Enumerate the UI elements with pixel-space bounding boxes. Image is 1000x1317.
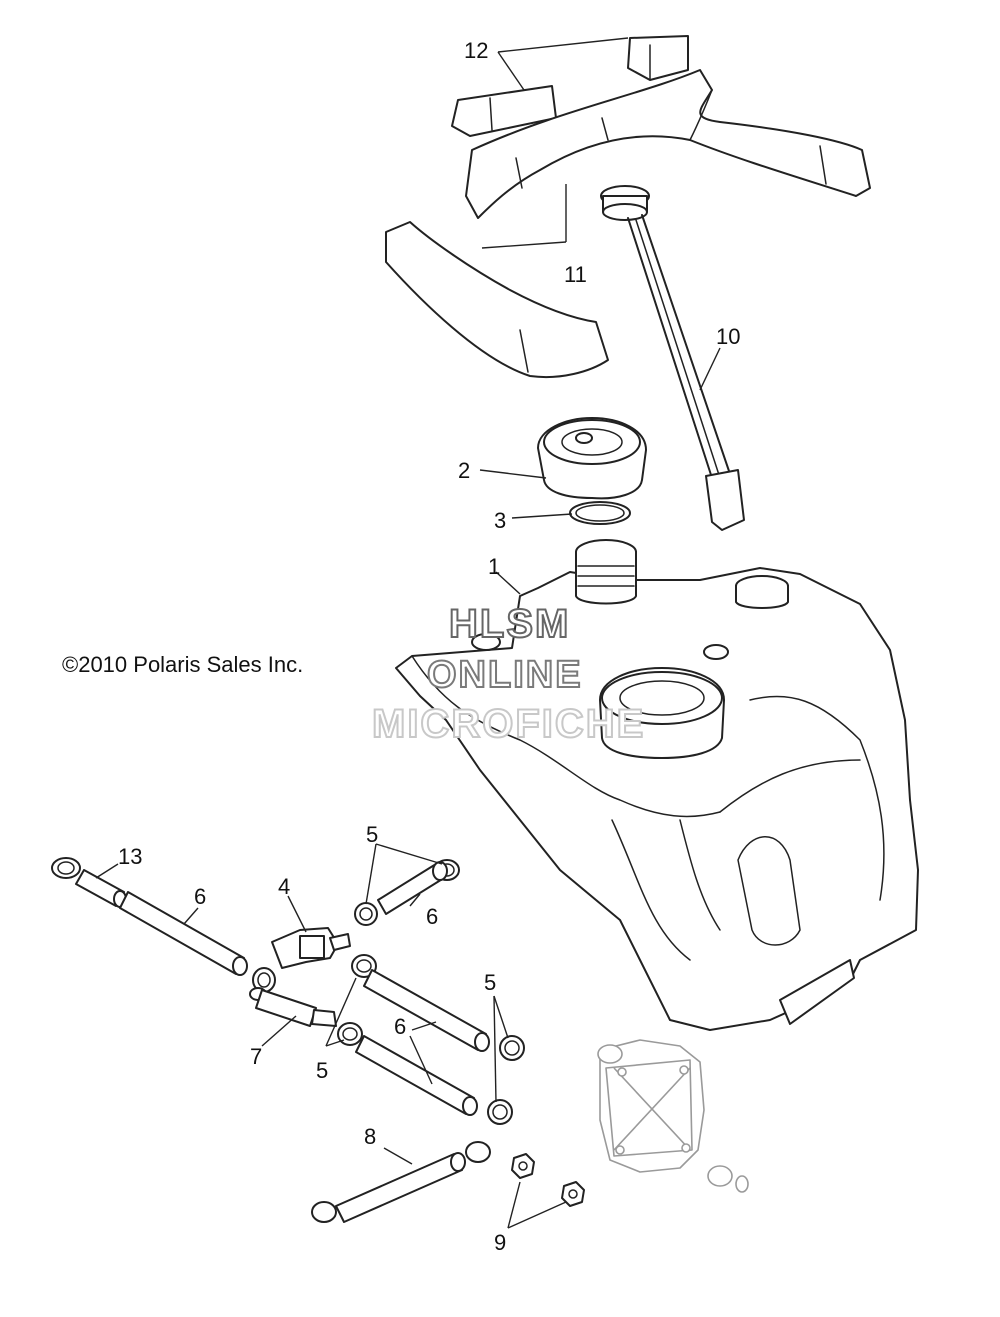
callout-7: 7 <box>250 1044 262 1069</box>
hose-clamp-13 <box>51 857 81 879</box>
fuel-hose-upper <box>377 861 448 915</box>
nut-lower <box>561 1181 585 1207</box>
watermark-line-3: MICROFICHE <box>371 701 646 747</box>
fuel-hose-long <box>119 891 248 976</box>
callout-1: 1 <box>488 554 500 579</box>
watermark-line-1: HLSM <box>448 601 571 647</box>
hose-clamp-g <box>487 1099 513 1125</box>
fuel-hose-lower <box>311 1141 491 1223</box>
hose-clamp-a <box>252 967 276 993</box>
fuel-hose-middle-1 <box>363 969 490 1052</box>
callout-10: 10 <box>716 324 740 349</box>
copyright-notice: ©2010 Polaris Sales Inc. <box>62 652 304 677</box>
foam-pad-left <box>451 85 557 137</box>
callout-6-upper: 6 <box>426 904 438 929</box>
callout-5-right: 5 <box>484 970 496 995</box>
callout-13: 13 <box>118 844 142 869</box>
callout-5-middle: 5 <box>316 1058 328 1083</box>
nut-upper <box>511 1153 535 1179</box>
fuel-cap <box>537 417 647 500</box>
hose-clamp-b <box>354 902 378 926</box>
callout-2: 2 <box>458 458 470 483</box>
hose-clamp-d <box>351 954 377 978</box>
callout-12: 12 <box>464 38 488 63</box>
foam-pad-right <box>627 35 689 81</box>
callout-11: 11 <box>564 262 587 287</box>
callout-4: 4 <box>278 874 290 899</box>
fuel-hose-middle-2 <box>355 1035 478 1116</box>
callout-8: 8 <box>364 1124 376 1149</box>
callout-6-middle: 6 <box>394 1014 406 1039</box>
fuel-shutoff-valve <box>271 927 351 969</box>
fuel-tank <box>395 539 919 1031</box>
callout-labels: 12 11 10 2 3 1 13 6 4 5 6 7 5 6 5 8 9 <box>118 38 740 1255</box>
callout-6-left: 6 <box>194 884 206 909</box>
leader-lines <box>95 37 721 1229</box>
fuel-fitting <box>249 987 337 1027</box>
callout-9: 9 <box>494 1230 506 1255</box>
callout-3: 3 <box>494 508 506 533</box>
o-ring <box>569 501 631 525</box>
foam-pad-frame <box>465 69 871 219</box>
fuel-pump-reference <box>597 1039 749 1193</box>
watermark-line-2: ONLINE <box>426 653 583 697</box>
hose-clamp-e <box>337 1022 363 1046</box>
callout-5-upper: 5 <box>366 822 378 847</box>
foam-pad-lower <box>385 221 609 379</box>
fuel-sender <box>600 185 745 531</box>
hose-clamp-f <box>499 1035 525 1061</box>
